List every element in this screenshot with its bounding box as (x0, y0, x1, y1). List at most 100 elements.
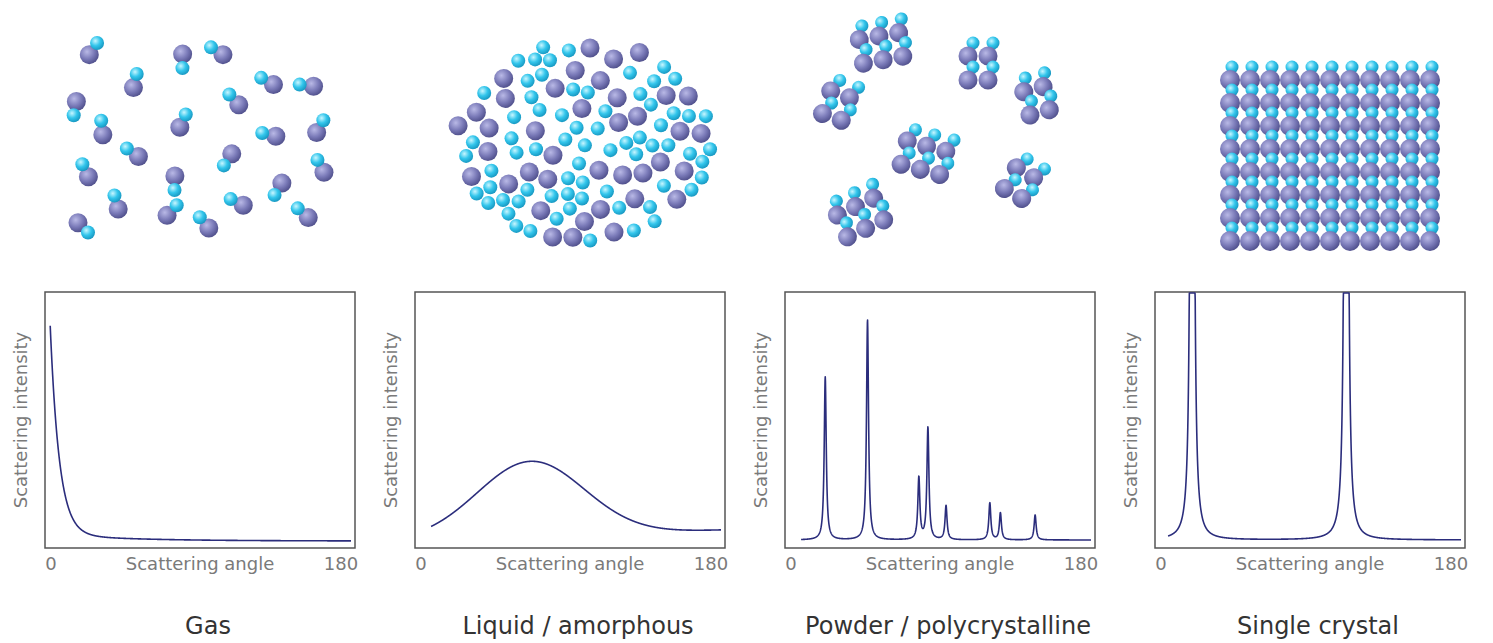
small-atom (578, 138, 592, 152)
large-atom (671, 122, 690, 141)
small-atom (75, 157, 89, 171)
small-atom (566, 82, 580, 96)
small-atom (633, 131, 647, 145)
small-atom (512, 194, 526, 208)
small-atom (562, 43, 576, 57)
axis-title: Scattering intensity (381, 332, 401, 509)
crystallite (991, 146, 1053, 212)
large-atom (563, 228, 582, 247)
small-atom (668, 72, 682, 86)
large-atom (1360, 231, 1380, 251)
small-atom (623, 66, 637, 80)
large-atom (667, 190, 686, 209)
small-atom (612, 201, 626, 215)
small-atom (535, 68, 549, 82)
large-atom (1260, 231, 1280, 251)
large-atom (1300, 231, 1320, 251)
small-atom (168, 183, 182, 197)
tick-label: 0 (45, 554, 56, 574)
small-atom (511, 54, 525, 68)
large-atom (566, 61, 585, 80)
small-atom (481, 196, 495, 210)
small-atom (291, 201, 305, 215)
small-atom (484, 164, 498, 178)
tick-label: 180 (1064, 554, 1098, 574)
small-atom (501, 207, 515, 221)
small-atom (67, 108, 81, 122)
large-atom (692, 124, 711, 143)
large-atom (889, 153, 912, 176)
large-atom (657, 86, 676, 105)
large-atom (575, 212, 594, 231)
large-atom (266, 127, 285, 146)
small-atom (583, 233, 597, 247)
small-atom (536, 40, 550, 54)
small-atom (683, 147, 697, 161)
small-atom (222, 88, 236, 102)
panel-caption: Liquid / amorphous (462, 613, 693, 639)
large-atom (494, 69, 513, 88)
small-atom (684, 183, 698, 197)
panel-caption: Powder / polycrystalline (805, 613, 1091, 639)
large-atom (543, 146, 562, 165)
large-atom (543, 228, 562, 247)
large-atom (304, 77, 323, 96)
small-atom (510, 146, 524, 160)
small-atom (699, 109, 713, 123)
crystal-curve (1168, 293, 1461, 540)
large-atom (871, 207, 896, 232)
small-atom (130, 67, 144, 81)
large-atom (520, 163, 539, 182)
axis-title: Scattering angle (126, 554, 274, 574)
large-atom (1320, 231, 1340, 251)
small-atom (695, 155, 709, 169)
large-atom (67, 92, 86, 111)
small-atom (179, 107, 193, 121)
plot-frame (785, 292, 1095, 548)
powder-curve (801, 320, 1091, 540)
small-atom (619, 136, 633, 150)
plot-frame (1155, 292, 1465, 548)
panel-caption: Single crystal (1237, 613, 1399, 639)
small-atom (193, 210, 207, 224)
small-atom (633, 87, 647, 101)
small-atom (520, 183, 534, 197)
small-atom (563, 202, 577, 216)
small-atom (521, 74, 535, 88)
large-atom (651, 153, 670, 172)
tick-label: 180 (694, 554, 728, 574)
small-atom (90, 36, 104, 50)
molecules (67, 11, 1440, 251)
small-atom (470, 187, 484, 201)
large-atom (462, 167, 481, 186)
tick-label: 0 (785, 554, 796, 574)
small-atom (661, 138, 675, 152)
large-atom (1400, 231, 1420, 251)
large-atom (1038, 98, 1061, 121)
large-atom (633, 164, 652, 183)
small-atom (576, 175, 590, 189)
axis-title: Scattering angle (866, 554, 1014, 574)
tick-label: 0 (415, 554, 426, 574)
small-atom (310, 153, 324, 167)
small-atom (643, 200, 657, 214)
large-atom (480, 119, 499, 138)
small-atom (558, 133, 572, 147)
small-atom (603, 143, 617, 157)
large-atom (93, 125, 112, 144)
small-atom (170, 198, 184, 212)
large-atom (852, 52, 874, 74)
small-atom (581, 86, 595, 100)
small-atom (600, 185, 614, 199)
small-atom (647, 74, 661, 88)
small-atom (483, 180, 497, 194)
small-atom (555, 108, 569, 122)
liquid-molecules (449, 39, 717, 248)
large-atom (591, 71, 610, 90)
large-atom (591, 200, 610, 219)
small-atom (627, 224, 641, 238)
small-atom (545, 189, 559, 203)
small-atom (466, 135, 480, 149)
plots (45, 292, 1465, 548)
large-atom (608, 88, 627, 107)
